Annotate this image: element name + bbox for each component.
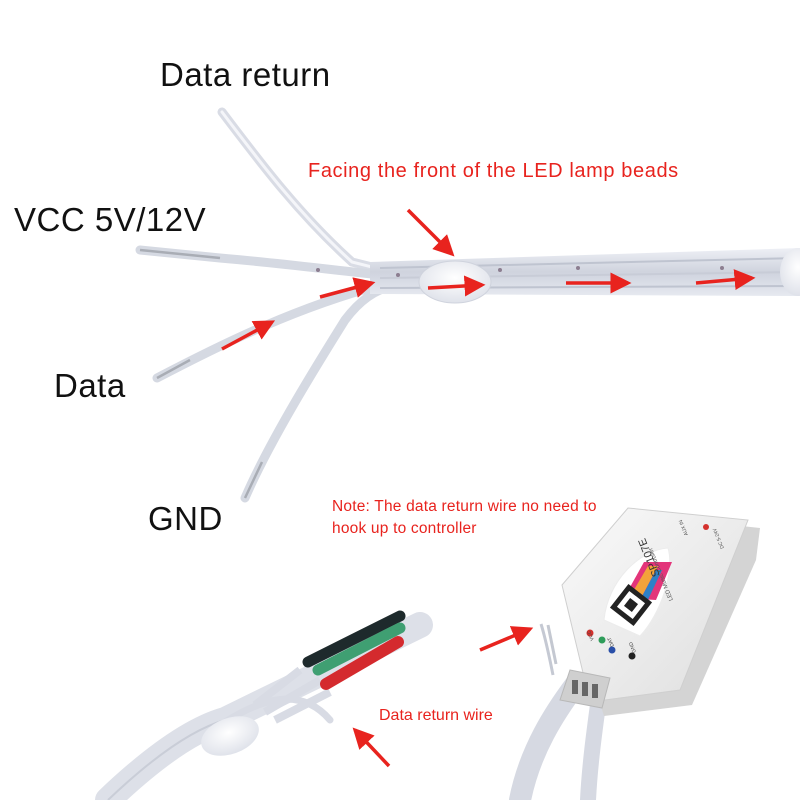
solder-joint-blob [418, 260, 492, 304]
strip-end-cap [780, 248, 800, 296]
green-wire [312, 622, 406, 676]
controller-port-dat: DAT [607, 636, 616, 647]
label-data-return: Data return [160, 56, 331, 93]
wire-data-return [217, 107, 397, 277]
controller-aux-text: AUX IN [678, 518, 690, 536]
sp107e-controller [559, 507, 760, 716]
return-wire-arrow-left [352, 727, 391, 768]
connector-cable-photo [95, 610, 433, 800]
label-facing-front: Facing the front of the LED lamp beads [308, 160, 679, 182]
loose-return-wire [539, 623, 555, 676]
return-wire-arrow-right [479, 626, 534, 652]
note-text: Note: The data return wire no need to ho… [332, 496, 597, 540]
wire-data [152, 277, 397, 383]
red-wire [320, 636, 404, 690]
label-vcc: VCC 5V/12V [14, 201, 207, 238]
wire-vcc [135, 245, 397, 281]
label-gnd: GND [148, 500, 223, 537]
black-wire [302, 610, 406, 668]
controller-port-vcc: VCC [586, 629, 596, 641]
label-data: Data [54, 367, 126, 404]
controller-port-gnd: GND [628, 641, 638, 654]
signal-direction-arrows [221, 208, 756, 351]
note-line-2: hook up to controller [332, 520, 477, 537]
wire-gnd [240, 281, 397, 503]
label-data-return-wire: Data return wire [379, 707, 493, 724]
power-led-icon [703, 524, 709, 530]
led-strip [316, 248, 800, 296]
note-line-1: Note: The data return wire no need to [332, 498, 597, 515]
